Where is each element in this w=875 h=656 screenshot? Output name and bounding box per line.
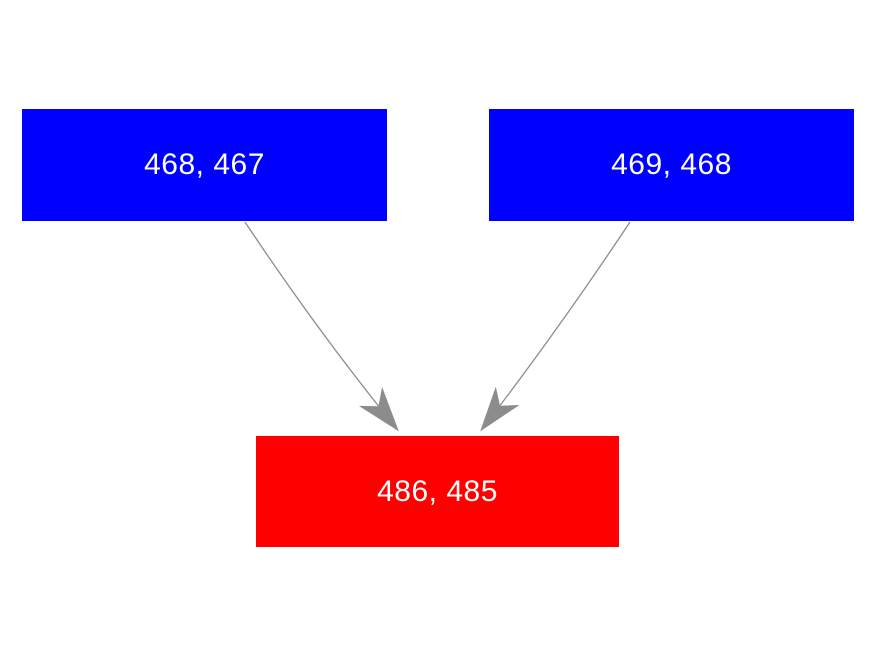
node-top-right: 469, 468: [489, 109, 854, 221]
edge-right-to-bottom: [480, 221, 631, 432]
edge-left-to-bottom: [244, 221, 399, 432]
node-bottom-label: 486, 485: [377, 474, 498, 508]
node-top-right-label: 469, 468: [611, 148, 732, 181]
node-bottom: 486, 485: [256, 436, 619, 547]
node-top-left-label: 468, 467: [144, 148, 265, 181]
node-top-left: 468, 467: [22, 109, 387, 221]
